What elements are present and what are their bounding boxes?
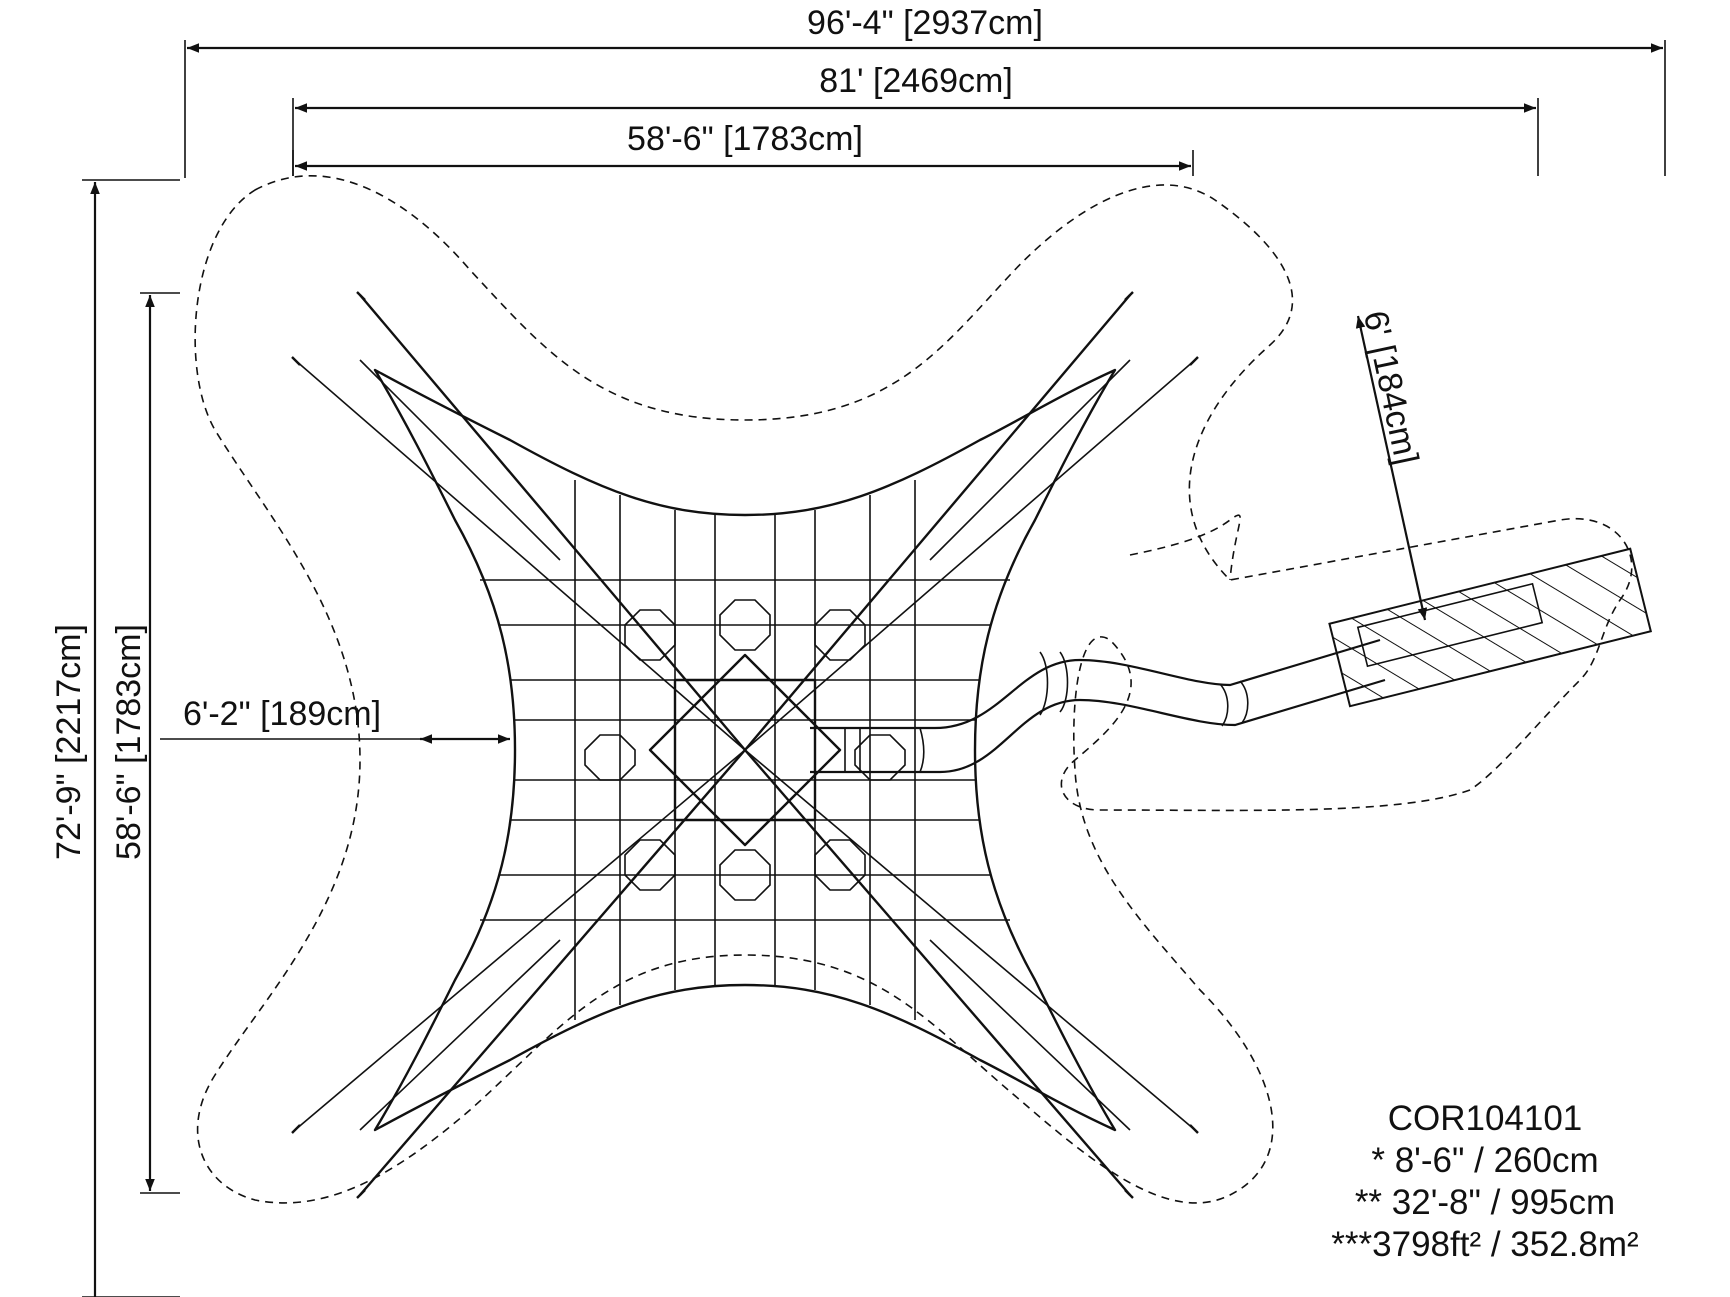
note-length: ** 32'-8" / 995cm [1355, 1183, 1615, 1222]
net-height-label: 58'-6" [1783cm] [110, 624, 148, 860]
model-number: COR104101 [1388, 1099, 1583, 1138]
structure-width-label: 81' [2469cm] [819, 62, 1013, 100]
notes-block: COR104101 * 8'-6" / 260cm ** 32'-8" / 99… [1331, 1099, 1638, 1264]
overall-height-label: 72'-9" [2217cm] [50, 624, 88, 860]
safety-zone-outline [194, 175, 1633, 1204]
slide [810, 547, 1653, 774]
overall-width-label: 96'-4" [2937cm] [807, 4, 1043, 42]
slide-cutout-outline [1129, 514, 1241, 581]
net-structure [291, 291, 1199, 1199]
edge-clearance-label: 6'-2" [189cm] [183, 695, 381, 733]
dimension-lines [82, 40, 1666, 1297]
slide-exit-zone [1328, 547, 1653, 708]
net-width-label: 58'-6" [1783cm] [627, 120, 863, 158]
slide-clearance-label: 6' [184cm] [1356, 308, 1426, 468]
note-area: ***3798ft² / 352.8m² [1331, 1225, 1638, 1264]
note-height: * 8'-6" / 260cm [1371, 1141, 1598, 1180]
